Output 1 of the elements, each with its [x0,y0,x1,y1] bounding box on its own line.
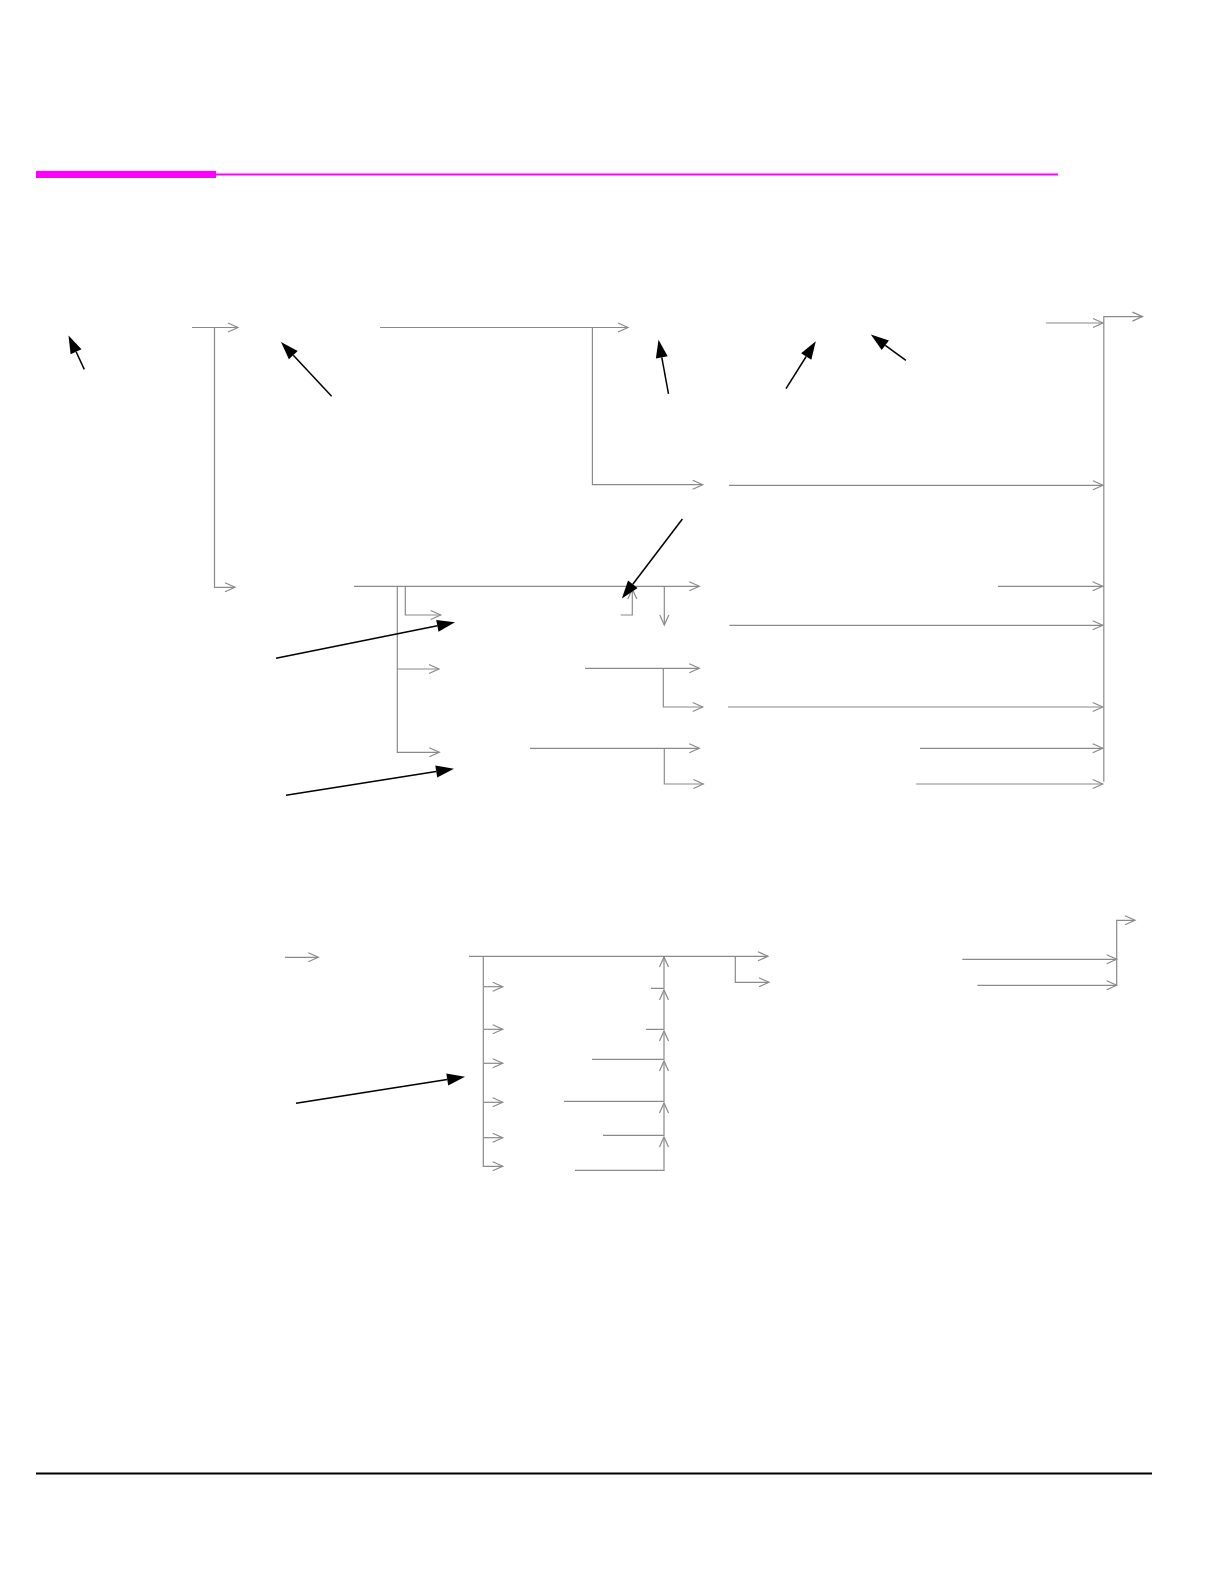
header-rule [36,171,1058,178]
